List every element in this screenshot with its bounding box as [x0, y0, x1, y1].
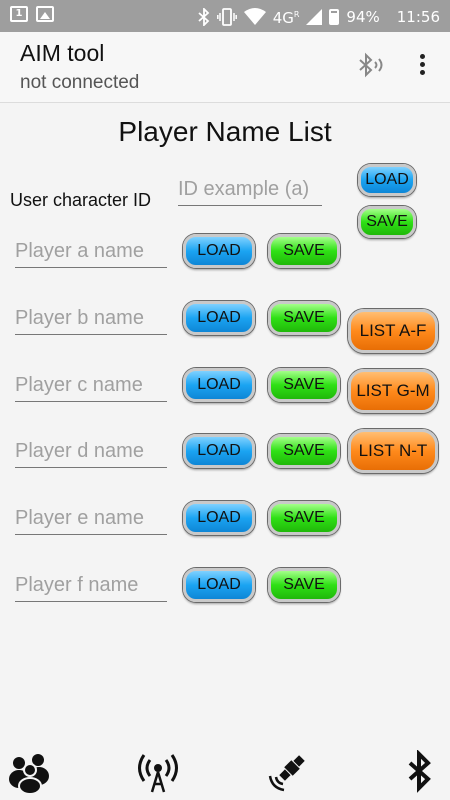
- signal-icon: [306, 8, 323, 25]
- player-d-save-button[interactable]: SAVE: [268, 434, 340, 468]
- player-e-load-button[interactable]: LOAD: [183, 501, 255, 535]
- status-bar: 1 4GR 94% 11:56: [0, 0, 450, 32]
- vibrate-icon: [216, 7, 237, 26]
- player-b-name-input[interactable]: [15, 307, 167, 335]
- satellite-icon[interactable]: [266, 750, 310, 794]
- bluetooth-icon: [198, 7, 209, 26]
- player-c-load-button[interactable]: LOAD: [183, 368, 255, 402]
- bottom-navigation: [0, 740, 450, 800]
- list-g-m-button[interactable]: LIST G-M: [348, 369, 438, 413]
- list-n-t-button[interactable]: LIST N-T: [348, 429, 438, 473]
- user-id-save-button[interactable]: SAVE: [358, 206, 416, 238]
- player-e-save-button[interactable]: SAVE: [268, 501, 340, 535]
- player-a-load-button[interactable]: LOAD: [183, 234, 255, 268]
- player-b-save-button[interactable]: SAVE: [268, 301, 340, 335]
- app-title: AIM tool: [20, 40, 105, 66]
- bluetooth-icon[interactable]: [398, 750, 442, 794]
- player-f-save-button[interactable]: SAVE: [268, 568, 340, 602]
- player-d-name-input[interactable]: [15, 440, 167, 468]
- player-a-name-input[interactable]: [15, 240, 167, 268]
- page-title: Player Name List: [118, 116, 332, 147]
- player-f-load-button[interactable]: LOAD: [183, 568, 255, 602]
- user-character-id-label: User character ID: [10, 190, 152, 210]
- connection-status: not connected: [20, 72, 140, 93]
- sim-icon: 1: [10, 6, 28, 22]
- player-d-load-button[interactable]: LOAD: [183, 434, 255, 468]
- player-c-name-input[interactable]: [15, 374, 167, 402]
- player-e-name-input[interactable]: [15, 507, 167, 535]
- player-a-save-button[interactable]: SAVE: [268, 234, 340, 268]
- battery-percent: 94%: [346, 7, 380, 26]
- player-b-load-button[interactable]: LOAD: [183, 301, 255, 335]
- player-f-name-input[interactable]: [15, 574, 167, 602]
- wifi-icon: [243, 7, 266, 25]
- list-a-f-button[interactable]: LIST A-F: [348, 309, 438, 353]
- players-icon[interactable]: [8, 750, 52, 794]
- app-bar: AIM tool not connected: [0, 32, 450, 103]
- user-character-id-input[interactable]: [178, 178, 322, 206]
- player-c-save-button[interactable]: SAVE: [268, 368, 340, 402]
- image-notification-icon: [36, 6, 54, 22]
- bluetooth-signal-icon[interactable]: [354, 52, 388, 80]
- network-type: 4GR: [272, 9, 300, 27]
- clock: 11:56: [396, 7, 440, 26]
- antenna-icon[interactable]: [136, 750, 180, 794]
- battery-icon: [329, 8, 340, 25]
- more-options-icon[interactable]: [410, 52, 434, 80]
- user-id-load-button[interactable]: LOAD: [358, 164, 416, 196]
